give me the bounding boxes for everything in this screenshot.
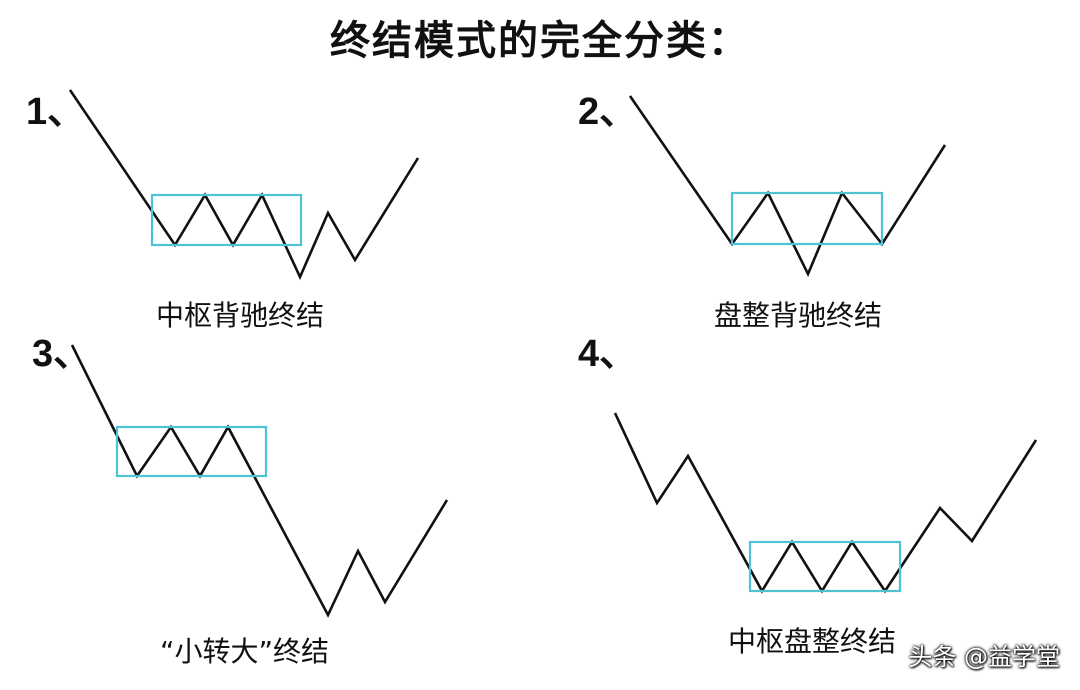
panel-1-central-zone [150,193,303,247]
panel-1-caption: 中枢背驰终结 [156,299,325,332]
panel-3-number: 3、 [32,333,92,375]
panel-3-central-zone [115,425,268,478]
panel-2-price-line [628,95,947,278]
panel-4-caption: 中枢盘整终结 [728,625,897,658]
panel-2-caption: 盘整背驰终结 [714,299,883,332]
panel-2-central-zone [730,191,884,246]
panel-2-diagram [628,95,947,278]
panel-3-diagram [70,344,449,618]
panel-1-diagram [68,89,420,281]
panel-4-number: 4、 [578,333,638,375]
panel-1-price-line [68,89,420,281]
panel-2-number: 2、 [578,91,638,133]
watermark: 头条 @益学堂 [908,643,1060,671]
panel-4-central-zone [748,540,902,593]
panel-3-price-line [70,344,449,618]
panel-4-price-line [613,412,1038,594]
panel-3-caption: “小转大”终结 [160,635,330,668]
panel-4-diagram [613,412,1038,594]
page-title: 终结模式的完全分类： [330,18,750,64]
